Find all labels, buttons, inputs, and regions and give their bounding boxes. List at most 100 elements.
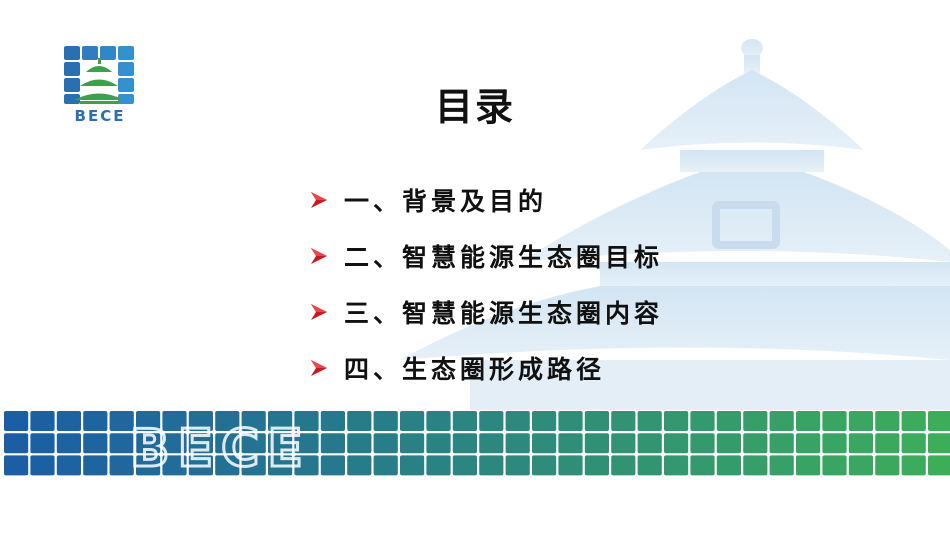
band-tile	[664, 455, 689, 476]
band-tile	[452, 455, 477, 476]
band-tile	[426, 433, 451, 454]
band-tile	[320, 455, 345, 476]
band-tile	[268, 433, 293, 454]
band-tile	[426, 455, 451, 476]
slide-title: 目录	[434, 84, 515, 129]
band-tile	[268, 411, 293, 431]
toc-item-label: 一、背景及目的	[344, 187, 548, 216]
band-tile	[56, 455, 81, 476]
tile-grid	[4, 411, 950, 476]
toc-item-1[interactable]: 一、背景及目的	[308, 172, 663, 228]
band-tile	[532, 433, 557, 454]
band-tile	[109, 433, 134, 454]
band-tile	[294, 411, 319, 431]
band-tile	[400, 411, 425, 431]
band-tile	[928, 433, 950, 454]
band-tile	[637, 455, 662, 476]
toc-item-2[interactable]: 二、智慧能源生态圈目标	[308, 228, 663, 284]
band-tile	[268, 455, 293, 476]
band-tile	[109, 455, 134, 476]
band-tile	[505, 411, 530, 431]
band-tile	[558, 411, 583, 431]
band-tile	[294, 433, 319, 454]
band-tile	[769, 411, 794, 431]
band-tile	[716, 411, 741, 431]
band-tile	[848, 411, 873, 431]
band-tile	[558, 455, 583, 476]
band-tile	[452, 433, 477, 454]
band-tile	[373, 433, 398, 454]
band-tile	[875, 433, 900, 454]
band-tile	[743, 455, 768, 476]
toc-item-label: 三、智慧能源生态圈内容	[344, 299, 664, 328]
band-tile	[611, 411, 636, 431]
band-tile	[162, 455, 187, 476]
band-tile	[505, 455, 530, 476]
band-tile	[611, 455, 636, 476]
band-tile	[215, 433, 240, 454]
band-tile	[584, 433, 609, 454]
red-arrow-bullet-icon	[311, 360, 327, 376]
red-arrow-bullet-icon	[311, 192, 327, 208]
band-tile	[479, 411, 504, 431]
red-arrow-bullet-icon	[311, 304, 327, 320]
band-tile	[426, 411, 451, 431]
band-tile	[83, 455, 108, 476]
logo-text: BECE	[74, 107, 126, 125]
band-tile	[241, 455, 266, 476]
band-tile	[347, 455, 372, 476]
band-tile	[769, 433, 794, 454]
band-tile	[716, 455, 741, 476]
band-tile	[848, 433, 873, 454]
band-tile	[822, 411, 847, 431]
band-tile	[347, 411, 372, 431]
band-tile	[928, 411, 950, 431]
toc-item-4[interactable]: 四、生态圈形成路径	[308, 340, 663, 396]
band-tile	[56, 433, 81, 454]
band-tile	[796, 455, 821, 476]
band-tile	[928, 455, 950, 476]
band-tile	[373, 411, 398, 431]
toc-list: 一、背景及目的 二、智慧能源生态圈目标 三、智慧能源生态圈内容 四、生态圈形成路…	[308, 172, 663, 396]
band-tile	[532, 411, 557, 431]
band-tile	[83, 411, 108, 431]
band-tile	[611, 433, 636, 454]
band-tile	[30, 411, 55, 431]
band-tile	[241, 433, 266, 454]
band-tile	[743, 411, 768, 431]
red-arrow-bullet-icon	[311, 248, 327, 264]
band-tile	[109, 411, 134, 431]
band-tile	[901, 411, 926, 431]
band-tile	[294, 455, 319, 476]
band-tile	[479, 455, 504, 476]
band-tile	[479, 433, 504, 454]
band-tile	[4, 433, 29, 454]
band-tile	[452, 411, 477, 431]
band-tile	[56, 411, 81, 431]
band-tile	[584, 455, 609, 476]
band-tile	[664, 433, 689, 454]
band-tile	[83, 433, 108, 454]
toc-item-label: 四、生态圈形成路径	[344, 355, 606, 384]
tile-band-decoration: BECE	[4, 411, 950, 476]
band-watermark-text: BECE	[130, 419, 311, 476]
band-tile	[875, 411, 900, 431]
band-tile	[822, 433, 847, 454]
band-tile	[505, 433, 530, 454]
band-tile	[690, 433, 715, 454]
band-tile	[241, 411, 266, 431]
band-tile	[637, 411, 662, 431]
toc-item-3[interactable]: 三、智慧能源生态圈内容	[308, 284, 663, 340]
band-tile	[320, 433, 345, 454]
band-tile	[136, 411, 161, 431]
band-tile	[373, 455, 398, 476]
band-tile	[400, 433, 425, 454]
band-tile	[188, 411, 213, 431]
band-tile	[848, 455, 873, 476]
band-tile	[400, 455, 425, 476]
band-tile	[162, 433, 187, 454]
band-tile	[4, 411, 29, 431]
band-tile	[743, 433, 768, 454]
